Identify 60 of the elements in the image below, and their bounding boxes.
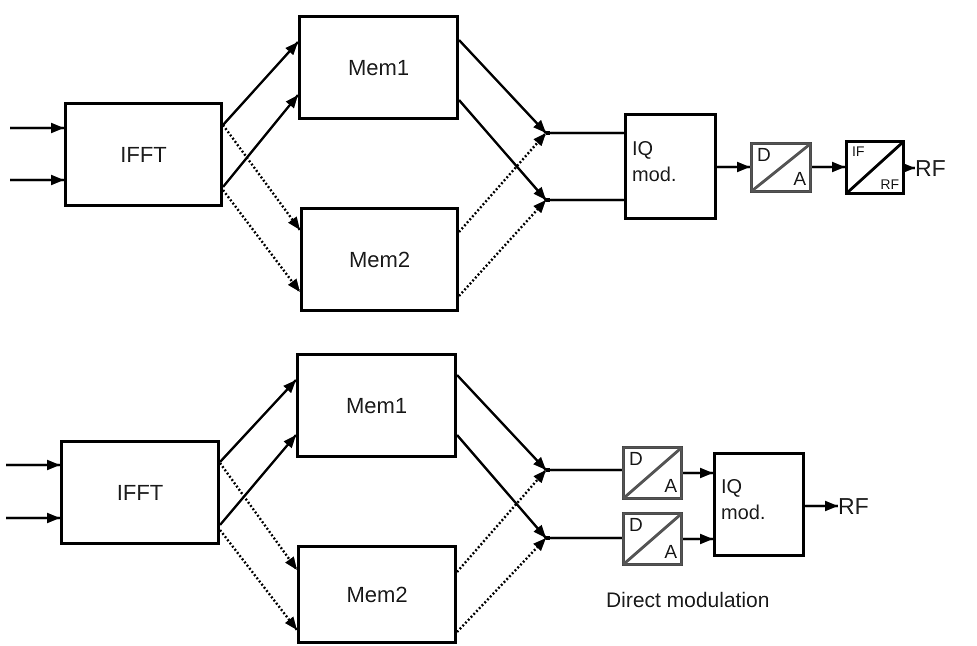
arrow — [222, 94, 299, 188]
arrow — [458, 39, 547, 134]
connector-line — [550, 468, 622, 472]
arrow — [219, 529, 298, 631]
arrow — [10, 174, 64, 186]
process-box — [296, 353, 457, 458]
converter-input-label: D — [629, 516, 643, 535]
arrow — [458, 99, 547, 201]
arrow — [683, 468, 713, 478]
converter-output-label: A — [793, 170, 806, 189]
process-box — [64, 102, 223, 207]
block-label: Mem2 — [348, 246, 410, 274]
arrow — [456, 537, 547, 633]
arrow — [456, 374, 547, 471]
modulator-box — [713, 452, 805, 557]
junction-point — [546, 468, 550, 472]
arrow — [219, 434, 297, 526]
block-label: IQ mod. — [721, 474, 766, 526]
arrow — [812, 162, 845, 172]
process-box — [60, 440, 220, 545]
block-label: Mem2 — [346, 581, 408, 609]
connector-line — [550, 536, 622, 540]
junction-point — [546, 198, 550, 202]
caption-label: Direct modulation — [606, 588, 770, 614]
arrow — [805, 500, 838, 512]
output-label: RF — [838, 494, 869, 518]
block-label: Mem1 — [348, 54, 410, 82]
process-box — [297, 545, 457, 644]
junction-point — [546, 536, 550, 540]
process-box — [300, 207, 459, 312]
converter-output-label: A — [664, 477, 677, 496]
block-label: Mem1 — [346, 392, 408, 420]
arrow — [6, 460, 60, 470]
connector-line — [550, 198, 624, 202]
arrow — [683, 534, 713, 544]
process-box — [298, 15, 459, 120]
block-label: IFFT — [120, 141, 167, 169]
arrow — [219, 379, 297, 463]
block-label: IFFT — [116, 479, 164, 507]
connector-line — [550, 132, 624, 134]
arrow — [218, 462, 298, 571]
block-label: IQ mod. — [632, 136, 678, 188]
arrow — [456, 469, 547, 573]
converter-input-label: D — [757, 146, 771, 165]
output-label: RF — [915, 156, 946, 180]
arrow — [6, 512, 60, 524]
arrow — [222, 124, 301, 231]
converter-output-label: A — [664, 543, 677, 562]
converter-input-label: IF — [852, 144, 864, 158]
arrow — [458, 132, 547, 233]
modulator-box — [624, 113, 717, 220]
arrow — [458, 199, 547, 297]
junction-point — [546, 131, 550, 135]
converter-output-label: RF — [880, 177, 899, 191]
arrow — [10, 122, 64, 134]
arrow — [222, 41, 299, 126]
converter-input-label: D — [629, 450, 643, 469]
arrow — [222, 189, 301, 293]
arrow — [717, 162, 750, 172]
arrow — [456, 434, 547, 539]
